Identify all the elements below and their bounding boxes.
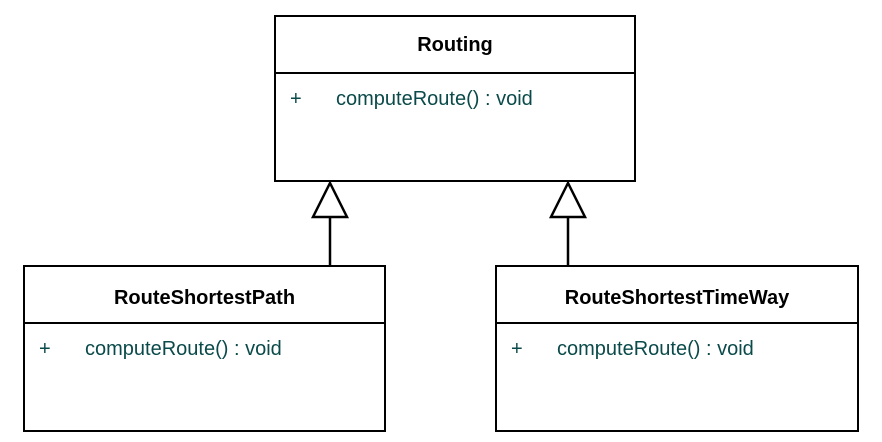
class-route-shortest-time-way[interactable]: RouteShortestTimeWay + computeRoute() : … — [495, 265, 859, 432]
class-route-shortest-path[interactable]: RouteShortestPath + computeRoute() : voi… — [23, 265, 386, 432]
operation: + computeRoute() : void — [25, 338, 384, 362]
operation-signature: computeRoute() : void — [336, 88, 533, 110]
class-name: RouteShortestPath — [25, 267, 384, 324]
visibility-public: + — [511, 338, 523, 360]
generalization-shortest-time-way — [548, 180, 588, 266]
visibility-public: + — [39, 338, 51, 360]
class-name: Routing — [276, 17, 634, 74]
hollow-triangle-arrowhead — [310, 180, 350, 219]
operation: + computeRoute() : void — [276, 88, 634, 112]
generalization-shortest-path — [310, 180, 350, 266]
operation: + computeRoute() : void — [497, 338, 857, 362]
class-routing[interactable]: Routing + computeRoute() : void — [274, 15, 636, 182]
class-name: RouteShortestTimeWay — [497, 267, 857, 324]
operation-signature: computeRoute() : void — [557, 338, 754, 360]
visibility-public: + — [290, 88, 302, 110]
operation-signature: computeRoute() : void — [85, 338, 282, 360]
hollow-triangle-arrowhead — [548, 180, 588, 219]
